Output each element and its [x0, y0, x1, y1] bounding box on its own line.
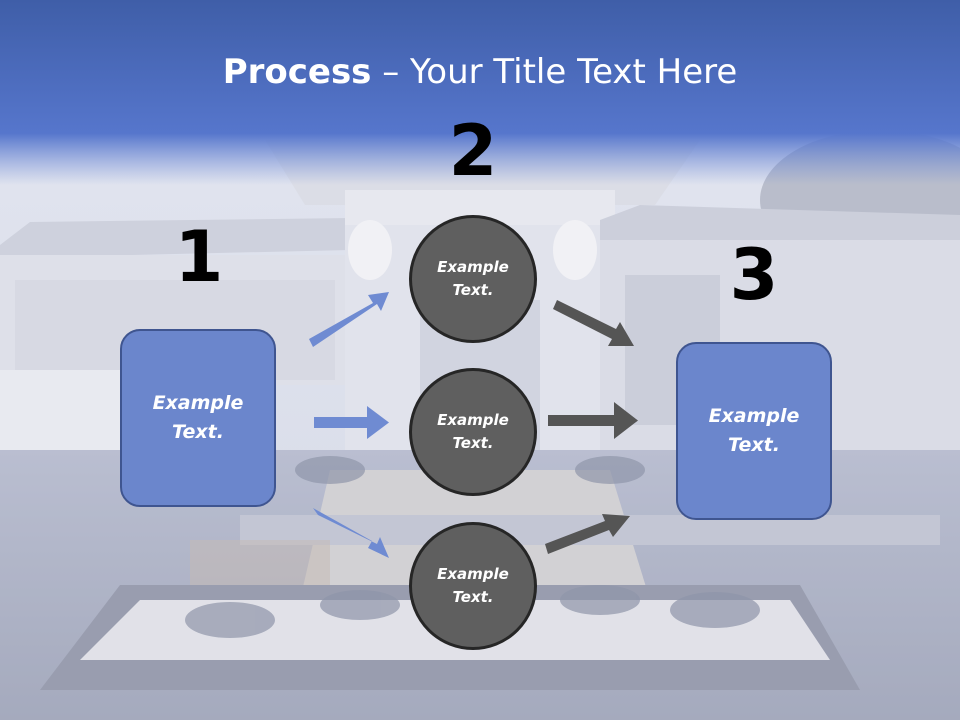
arrow-left-bottom: [313, 508, 389, 558]
circle-bottom: Example Text.: [409, 522, 537, 650]
step-3-text: Example Text.: [708, 405, 800, 456]
slide-title: Process – Your Title Text Here: [0, 52, 960, 92]
title-bold: Process: [222, 52, 372, 92]
step-1-text: Example Text.: [152, 392, 244, 443]
arrow-right-top: [553, 300, 634, 346]
circle-top-text: Example Text.: [437, 258, 509, 299]
step-number-1: 1: [174, 216, 224, 298]
arrow-left-middle-shaft: [314, 417, 368, 428]
circle-top: Example Text.: [409, 215, 537, 343]
arrow-right-middle-shaft: [548, 415, 615, 426]
step-number-2: 2: [448, 110, 498, 192]
arrow-left-middle-head: [367, 406, 389, 439]
arrow-right-bottom: [545, 514, 630, 554]
step-1-box: Example Text.: [120, 329, 276, 507]
circle-bottom-text: Example Text.: [437, 565, 509, 606]
circle-middle: Example Text.: [409, 368, 537, 496]
title-rest: – Your Title Text Here: [371, 52, 738, 92]
circle-middle-text: Example Text.: [437, 411, 509, 452]
step-number-3: 3: [729, 234, 779, 316]
step-3-box: Example Text.: [676, 342, 832, 520]
arrow-right-middle-head: [614, 402, 638, 439]
arrow-left-top: [309, 292, 389, 347]
